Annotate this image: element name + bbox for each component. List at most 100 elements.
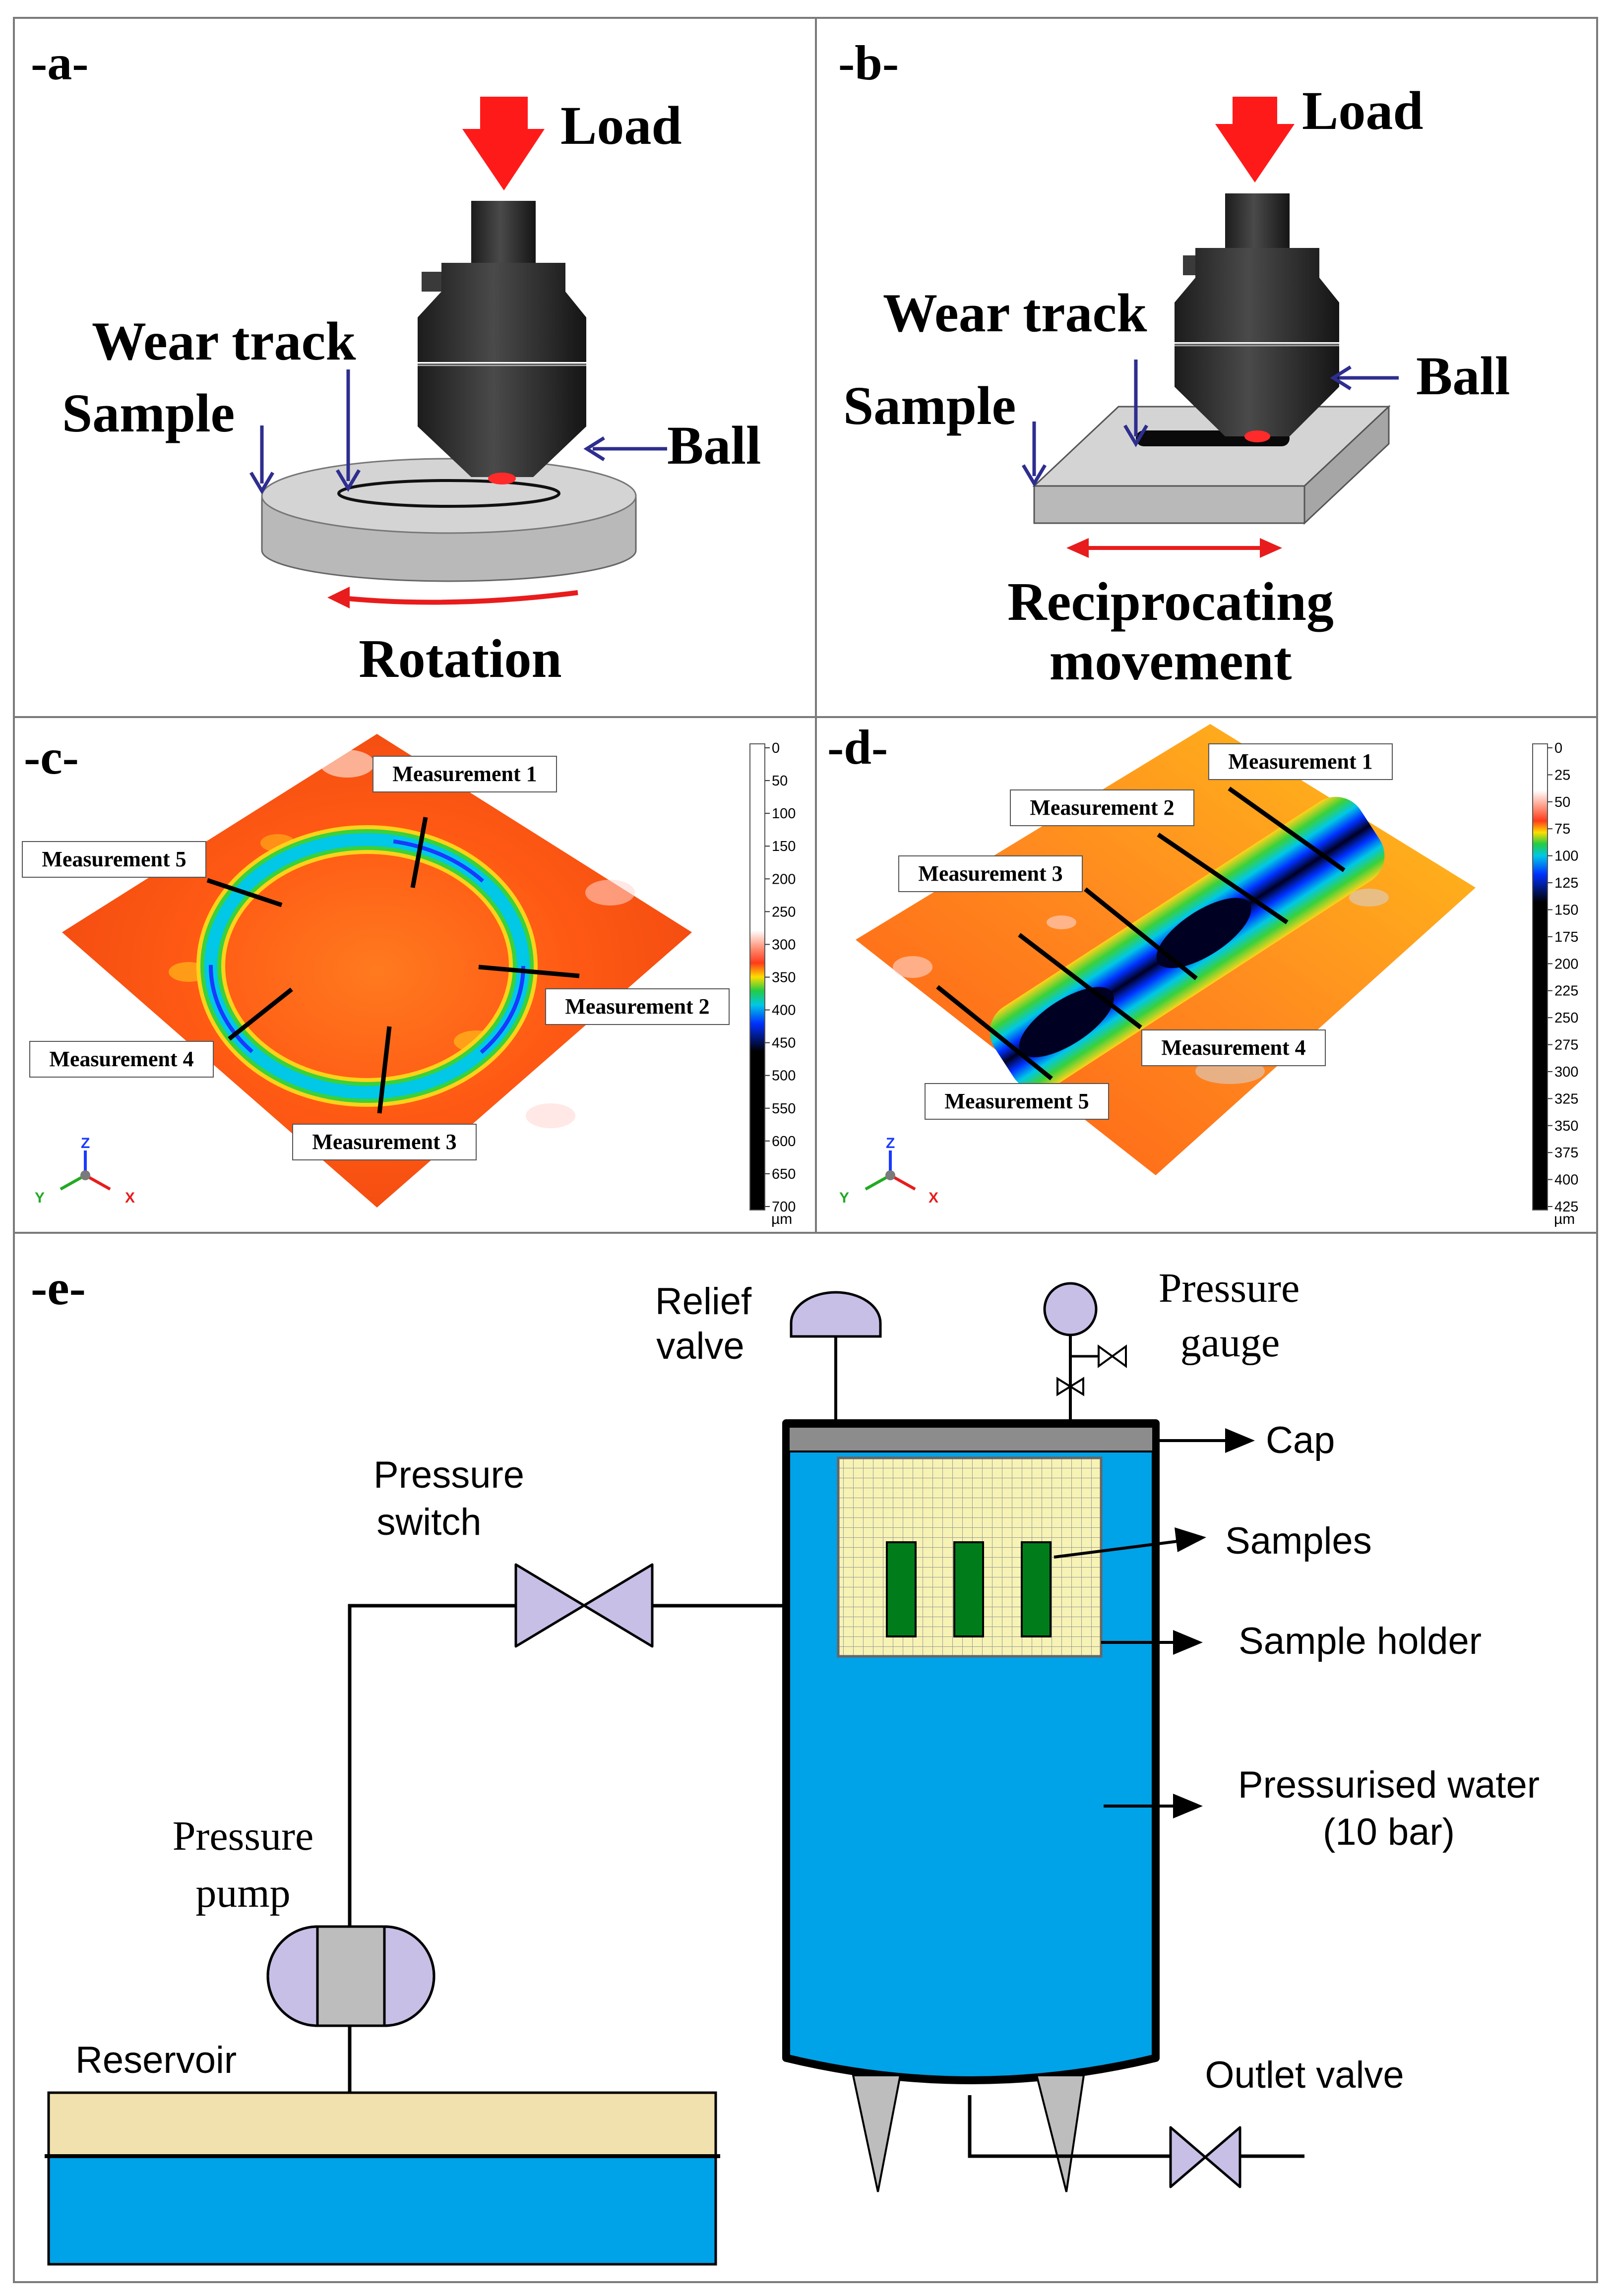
scale-c-tick-label: 50	[772, 773, 788, 789]
scale-c-tick-label: 700	[772, 1199, 796, 1215]
pressure-vessel	[782, 1419, 1160, 2192]
panel-c: -c- Me	[22, 729, 796, 1227]
scale-d-tick-label: 0	[1554, 740, 1562, 756]
color-scale-c: 0501001502002503003504004505005506006507…	[749, 740, 796, 1227]
scale-d-tick-label: 250	[1554, 1010, 1578, 1026]
scale-d-tick-label: 375	[1554, 1145, 1578, 1161]
load-arrow-b-icon	[1215, 97, 1295, 182]
measurement-label-d-4: Measurement 4	[1141, 1029, 1326, 1066]
scale-c-tick-label: 0	[772, 740, 780, 756]
pressure-switch-label-1: Pressure	[373, 1454, 524, 1496]
svg-text:Measurement 3: Measurement 3	[918, 861, 1062, 886]
measurement-label-c-1: Measurement 1	[372, 756, 557, 792]
relief-valve	[790, 1291, 882, 1423]
scale-c-tick-label: 300	[772, 937, 796, 953]
scale-d-tick-label: 25	[1554, 767, 1570, 783]
panel-borders	[13, 17, 1598, 2283]
measurement-label-c-3: Measurement 3	[292, 1124, 477, 1160]
panel-a-wear-track-label: Wear track	[92, 311, 356, 371]
pressure-pump-label-2: pump	[195, 1870, 290, 1916]
svg-text:Measurement 4: Measurement 4	[1161, 1035, 1305, 1060]
panel-a-pointers	[249, 369, 667, 494]
outlet-valve-label: Outlet valve	[1205, 2054, 1404, 2096]
scale-d-tick-label: 75	[1554, 821, 1570, 837]
scale-c-tick-label: 350	[772, 970, 796, 986]
surface-map-c	[62, 734, 692, 1208]
ball-holder	[418, 201, 586, 484]
panel-b-load-label: Load	[1302, 80, 1424, 141]
sample-rod-3	[1021, 1541, 1052, 1637]
axes-triad-c: Z Y X	[35, 1135, 135, 1206]
wear-track-ring	[337, 479, 560, 508]
panel-a-load-label: Load	[560, 95, 682, 156]
svg-text:Measurement 1: Measurement 1	[1228, 749, 1372, 774]
callout-arrowheads	[1173, 1428, 1255, 1818]
measurement-lines-c	[206, 817, 580, 1114]
panel-e-label: -e-	[31, 1260, 86, 1315]
measurement-label-d-2: Measurement 2	[1010, 789, 1194, 826]
ball-holder-b	[1175, 193, 1339, 442]
panel-b-pointers	[1021, 360, 1399, 487]
outlet-valve	[1169, 2126, 1241, 2188]
svg-text:X: X	[125, 1190, 135, 1206]
pressure-pump	[266, 1925, 435, 2027]
measurement-label-d-5: Measurement 5	[925, 1083, 1109, 1120]
pressure-pump-label-1: Pressure	[173, 1813, 314, 1859]
scale-unit-d: µm	[1554, 1211, 1575, 1227]
scale-c-tick-label: 200	[772, 871, 796, 887]
cap-label: Cap	[1266, 1419, 1335, 1461]
scale-c-tick-label: 600	[772, 1134, 796, 1149]
svg-text:Measurement 2: Measurement 2	[1030, 795, 1174, 820]
scale-d-tick-label: 125	[1554, 875, 1578, 891]
pressure-gauge-label-1: Pressure	[1159, 1265, 1300, 1311]
svg-text:Measurement 5: Measurement 5	[944, 1089, 1089, 1113]
samples-label: Samples	[1225, 1520, 1372, 1562]
scale-c-tick-label: 100	[772, 806, 796, 822]
svg-text:Measurement 1: Measurement 1	[392, 762, 537, 786]
sample-rod-1	[886, 1541, 917, 1637]
scale-d-tick-label: 275	[1554, 1037, 1578, 1053]
panel-a-label: -a-	[31, 35, 89, 90]
svg-text:Measurement 4: Measurement 4	[49, 1047, 193, 1071]
flat-sample	[1032, 405, 1391, 525]
scale-d-tick-label: 150	[1554, 902, 1578, 918]
relief-valve-label-2: valve	[656, 1325, 744, 1367]
scale-c-tick-label: 400	[772, 1003, 796, 1019]
callout-arrows	[1053, 1439, 1233, 1808]
svg-text:Measurement 2: Measurement 2	[565, 994, 709, 1019]
pressure-gauge	[1043, 1282, 1127, 1423]
panel-a-sample-label: Sample	[62, 383, 235, 443]
svg-text:Y: Y	[35, 1190, 45, 1206]
scale-c-tick-label: 250	[772, 904, 796, 920]
measurement-label-c-4: Measurement 4	[29, 1041, 214, 1078]
svg-text:Z: Z	[886, 1135, 895, 1151]
panel-b-motion-line2: movement	[1050, 631, 1292, 691]
svg-text:Z: Z	[81, 1135, 90, 1151]
pressurised-water-label-2: (10 bar)	[1323, 1811, 1455, 1853]
measurement-label-c-5: Measurement 5	[22, 841, 206, 878]
panel-e: -e- Relief valve Pres	[31, 1260, 1540, 2266]
scale-d-tick-label: 425	[1554, 1199, 1578, 1215]
scale-c-tick-label: 150	[772, 839, 796, 854]
ball-icon	[488, 473, 516, 484]
panel-b-wear-track-label: Wear track	[883, 283, 1147, 343]
panel-a-ball-label: Ball	[667, 415, 761, 476]
pressure-switch-valve	[514, 1563, 654, 1648]
panel-a-rotation-label: Rotation	[359, 628, 561, 689]
panel-b-label: -b-	[838, 35, 899, 90]
scale-d-tick-label: 175	[1554, 929, 1578, 945]
panel-a: -a- Load Wear track Samp	[31, 35, 761, 689]
measurement-lines-d	[936, 786, 1346, 1081]
ball-icon-b	[1244, 430, 1270, 442]
pressurised-water-label-1: Pressurised water	[1238, 1764, 1540, 1806]
pressure-gauge-label-2: gauge	[1180, 1320, 1280, 1366]
rotation-arrow-icon	[337, 590, 578, 605]
scale-d-tick-label: 200	[1554, 956, 1578, 972]
scale-d-tick-label: 300	[1554, 1064, 1578, 1080]
panel-b: -b- Load Wear track Ball	[838, 35, 1510, 691]
svg-text:Y: Y	[839, 1190, 849, 1206]
svg-text:Measurement 5: Measurement 5	[42, 847, 186, 871]
scale-c-tick-label: 650	[772, 1166, 796, 1182]
scale-d-tick-label: 100	[1554, 848, 1578, 864]
panel-c-label: -c-	[24, 729, 79, 785]
